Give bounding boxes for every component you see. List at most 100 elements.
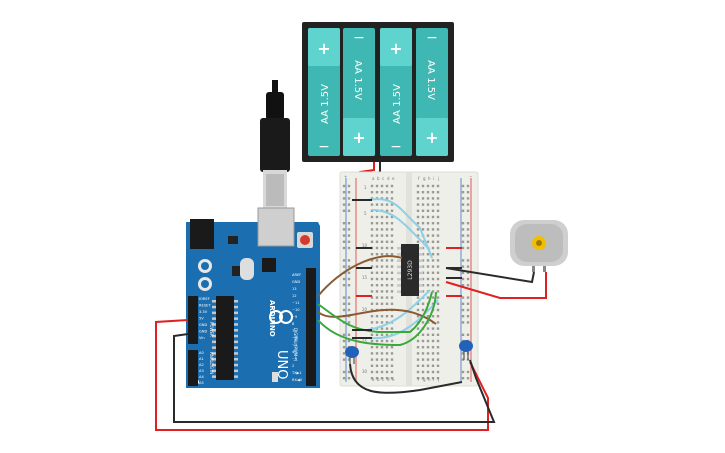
digital-pin-label-11: 4	[292, 350, 295, 354]
digital-pin-labels: AREF GND 13 12 ~11 ~10 ~9 8 7 ~6 ~5 4 ~3 2TX▶1RX◀0	[291, 273, 303, 382]
digital-pin-label-14: TX▶1	[291, 371, 302, 375]
wires	[155, 198, 547, 431]
col-label-e: e	[392, 176, 395, 181]
usb-port	[257, 207, 295, 247]
cell-2-bottom-terminal: +	[352, 128, 365, 147]
capacitor-left[interactable]	[345, 346, 359, 364]
digital-pin-label-3: 12	[292, 294, 297, 298]
svg-text:25: 25	[362, 339, 368, 344]
usb-cable[interactable]	[260, 80, 290, 210]
arduino-uno[interactable]: ARDUINO UNO DIGITAL (PWM~) POWER ANALOG …	[186, 207, 320, 388]
digital-pin-label-7: 8	[292, 322, 295, 326]
column-labels-top: a b c d e f g h i j	[372, 176, 439, 181]
svg-text:e: e	[392, 377, 395, 382]
svg-text:h: h	[428, 377, 431, 382]
analog-pin-label-1: A1	[199, 357, 204, 361]
svg-text:f: f	[418, 377, 420, 382]
dc-motor[interactable]	[510, 220, 568, 272]
power-header-label: POWER	[209, 322, 214, 337]
battery-cell-3: + − AA 1.5V	[380, 28, 412, 156]
microcontroller-chip	[216, 296, 234, 380]
reset-button[interactable]	[297, 232, 313, 248]
arduino-logo-icon	[269, 310, 293, 324]
cell-3-bottom-terminal: −	[390, 139, 402, 155]
capacitor-right[interactable]	[459, 340, 473, 360]
col-label-g: g	[423, 176, 426, 181]
column-labels-bottom: a b c d e f g h i j	[372, 377, 439, 382]
row-numbers: 1 5 10 15 20 25 30	[362, 185, 368, 374]
col-label-b: b	[377, 176, 380, 181]
rail-plus-left: +	[344, 174, 347, 179]
svg-text:30: 30	[362, 369, 368, 374]
svg-text:i: i	[433, 377, 434, 382]
power-pin-label-6: Vin	[199, 336, 205, 340]
battery-cell-1: + − AA 1.5V	[308, 28, 340, 156]
analog-pin-label-4: A4	[199, 375, 204, 379]
col-label-a: a	[372, 176, 375, 181]
cell-1-bottom-terminal: −	[318, 139, 330, 155]
digital-pin-label-13: 2	[292, 364, 294, 368]
power-pin-label-1: RESET	[199, 304, 211, 308]
rail-minus-right: −	[469, 174, 472, 179]
power-jack	[190, 219, 214, 249]
power-pin-label-4: GND	[199, 323, 207, 327]
analog-header[interactable]	[188, 350, 198, 386]
svg-text:b: b	[377, 377, 380, 382]
digital-pin-label-12: ~3	[292, 357, 297, 361]
analog-pin-label-3: A3	[199, 369, 204, 373]
digital-pin-label-9: ~6	[292, 336, 298, 340]
battery-cell-2: − + AA 1.5V	[343, 28, 375, 156]
cell-1-label: AA 1.5V	[320, 84, 331, 124]
cell-3-label: AA 1.5V	[392, 84, 403, 124]
battery-pack[interactable]: + − AA 1.5V − + AA 1.5V + − AA 1.5V − + …	[302, 22, 454, 162]
cell-4-bottom-terminal: +	[425, 128, 438, 147]
svg-text:c: c	[382, 377, 384, 382]
power-pin-label-2: 3.3V	[199, 310, 208, 314]
power-pin-label-5: GND	[199, 330, 207, 334]
col-label-d: d	[387, 176, 390, 181]
motor-driver-chip[interactable]: L293D	[397, 244, 423, 296]
svg-text:a: a	[372, 377, 375, 382]
digital-pin-label-4: ~11	[292, 301, 300, 305]
svg-text:g: g	[423, 377, 426, 382]
digital-pin-label-5: ~10	[292, 308, 300, 312]
svg-text:10: 10	[362, 243, 368, 248]
cell-2-top-terminal: −	[353, 30, 365, 46]
digital-pin-label-0: AREF	[292, 273, 301, 277]
svg-text:j: j	[437, 377, 439, 382]
digital-pin-label-2: 13	[292, 287, 297, 291]
col-label-c: c	[382, 176, 384, 181]
power-pin-label-3: 5V	[199, 317, 204, 321]
digital-pin-label-6: ~9	[292, 315, 298, 319]
digital-pin-label-1: GND	[292, 280, 300, 284]
power-pin-labels: IOREF RESET 3.3V 5V GND GND Vin	[199, 297, 211, 340]
svg-text:5: 5	[364, 211, 367, 216]
svg-text:1: 1	[364, 185, 367, 190]
svg-text:d: d	[387, 377, 390, 382]
analog-pin-label-5: A5	[199, 381, 204, 385]
digital-pin-label-15: RX◀0	[292, 378, 303, 382]
power-pin-label-0: IOREF	[199, 297, 210, 301]
arduino-brand: ARDUINO	[268, 300, 276, 337]
col-label-i: i	[433, 176, 434, 181]
col-label-f: f	[418, 176, 420, 181]
analog-header-label: ANALOG IN	[209, 352, 214, 374]
cell-4-top-terminal: −	[426, 30, 438, 46]
chip-label: L293D	[407, 260, 414, 280]
digital-pin-label-10: ~5	[292, 343, 297, 347]
cell-1-top-terminal: +	[317, 39, 330, 58]
power-header[interactable]	[188, 296, 198, 344]
cell-3-top-terminal: +	[389, 39, 402, 58]
col-label-j: j	[437, 176, 439, 181]
cell-4-label: AA 1.5V	[425, 60, 436, 100]
svg-text:20: 20	[362, 307, 368, 312]
digital-header-label: DIGITAL (PWM~)	[293, 328, 298, 362]
cell-2-label: AA 1.5V	[352, 60, 363, 100]
analog-pin-label-0: A0	[199, 351, 204, 355]
svg-text:15: 15	[362, 275, 368, 280]
col-label-h: h	[428, 176, 431, 181]
digital-header[interactable]	[306, 268, 316, 386]
battery-cell-4: − + AA 1.5V	[416, 28, 448, 156]
digital-pin-label-8: 7	[292, 329, 294, 333]
